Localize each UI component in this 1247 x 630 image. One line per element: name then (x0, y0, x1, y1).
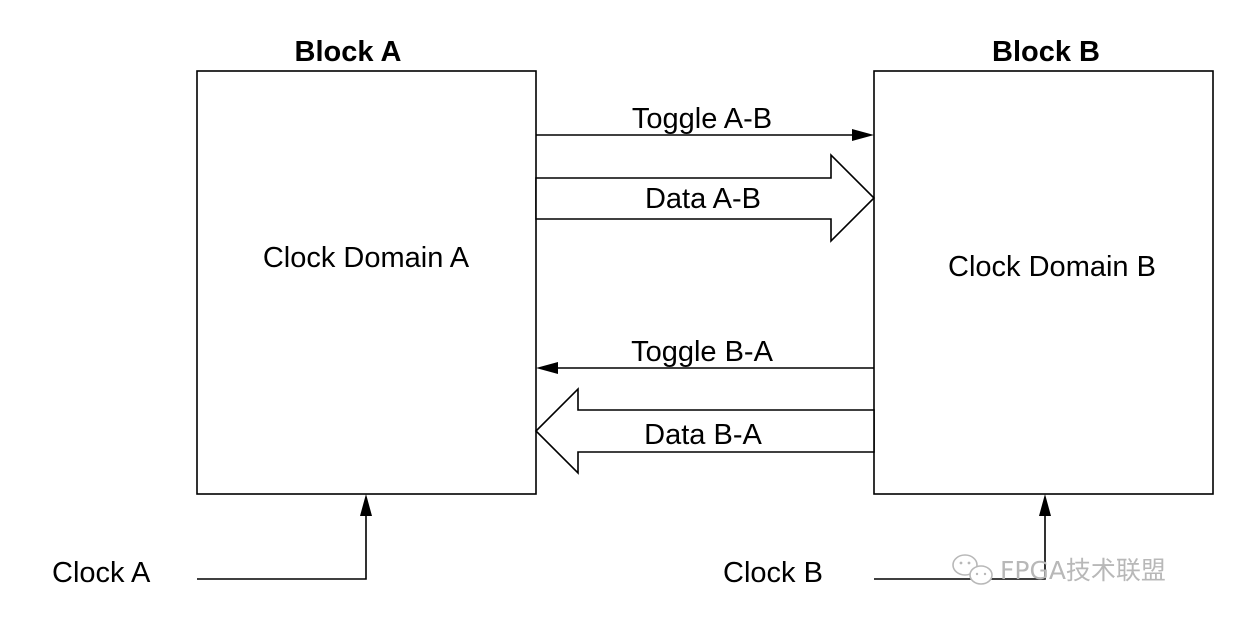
block-a-box (196, 70, 537, 495)
toggle-b-a-signal: Toggle B-A (536, 336, 874, 374)
clock-domain-b-label: Clock Domain B (948, 251, 1156, 283)
clock-domain-a-label: Clock Domain A (263, 242, 470, 274)
clock-a-signal: Clock A (52, 494, 372, 589)
data-b-a-bus-arrow-icon (534, 387, 875, 475)
watermark: FPGA技术联盟 (952, 554, 1166, 585)
toggle-a-b-label: Toggle A-B (632, 103, 772, 135)
clock-b-line (874, 512, 1046, 580)
block-a: Block A Clock Domain A (196, 36, 537, 495)
data-b-a-bus: Data B-A (534, 387, 875, 475)
toggle-b-a-arrowhead-icon (536, 362, 558, 374)
data-a-b-bus-arrow-icon (535, 153, 876, 243)
data-a-b-label: Data A-B (645, 183, 761, 215)
clock-b-arrowhead-icon (1039, 494, 1051, 516)
block-b-box (873, 70, 1214, 495)
block-b-title: Block B (992, 36, 1100, 68)
clock-b-label: Clock B (723, 557, 823, 589)
clock-a-arrowhead-icon (360, 494, 372, 516)
data-b-a-label: Data B-A (644, 419, 762, 451)
clock-a-label: Clock A (52, 557, 151, 589)
data-a-b-bus: Data A-B (535, 153, 876, 243)
toggle-b-a-label: Toggle B-A (631, 336, 774, 368)
clock-b-signal: Clock B (723, 494, 1051, 589)
toggle-a-b-signal: Toggle A-B (536, 103, 874, 141)
watermark-text: FPGA技术联盟 (1000, 556, 1166, 585)
clock-a-line (197, 512, 367, 580)
block-b: Block B Clock Domain B (873, 36, 1214, 495)
toggle-a-b-arrowhead-icon (852, 129, 874, 141)
block-a-title: Block A (295, 36, 402, 68)
wechat-icon (952, 554, 993, 585)
